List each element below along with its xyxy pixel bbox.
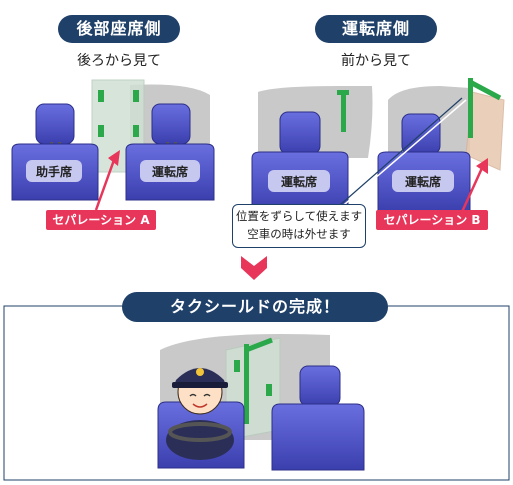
usage-note: 位置をずらして使えます 空車の時は外せます [232,204,366,248]
front-view-scene [251,78,505,213]
usage-note-line-1: 位置をずらして使えます [235,209,363,223]
front-seat-right-label: 運転席 [404,175,441,189]
driver-character [166,368,234,460]
result-scene [157,334,365,471]
driver-seat-front-left [251,111,349,213]
front-seat-left-label: 運転席 [280,175,317,189]
separation-a-tag: セパレーション A [46,210,156,230]
rear-seat-right-label: 運転席 [151,165,188,179]
down-arrow-icon [241,262,267,280]
separation-b-tag: セパレーション B [376,210,488,230]
result-passenger-seat [271,365,365,471]
rear-view-subtitle: 後ろから見て [77,53,161,69]
rear-seat-left-label: 助手席 [35,165,72,179]
rear-view-scene [11,79,215,211]
result-title: タクシールドの完成！ [122,292,388,322]
usage-note-line-2: 空車の時は外せます [247,227,351,241]
front-view-subtitle: 前から見て [341,53,411,69]
front-view-title: 運転席側 [315,15,437,43]
driver-seat-rear [125,103,215,201]
passenger-seat [11,103,99,201]
rear-view-title: 後部座席側 [58,15,180,43]
